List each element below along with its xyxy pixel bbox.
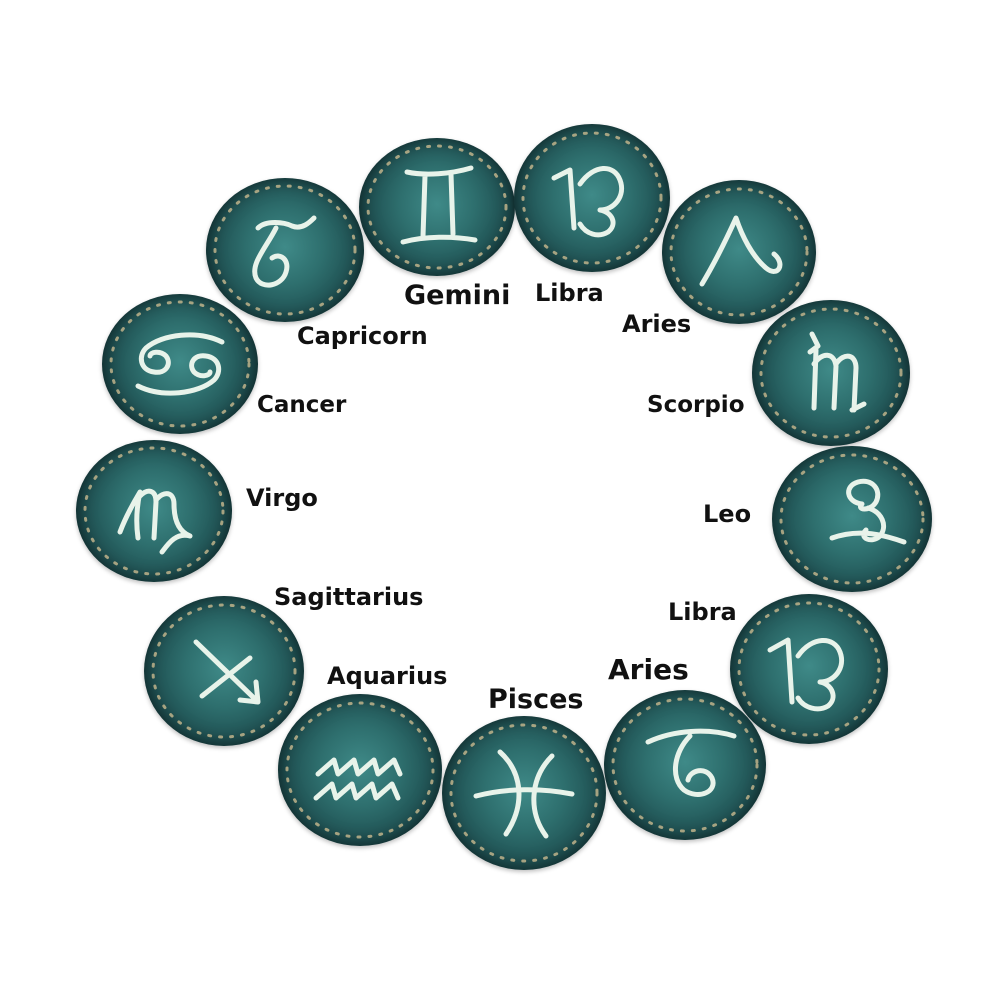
label-capricorn: Capricorn <box>297 322 428 350</box>
capricorn-symbol-icon <box>213 184 357 316</box>
stone-aries <box>662 180 816 324</box>
capricorn-alt-symbol-icon <box>737 601 881 737</box>
cancer-symbol-icon <box>109 300 251 428</box>
label-aries-bottom: Aries <box>608 653 689 686</box>
label-pisces: Pisces <box>488 684 584 715</box>
stone-scorpio <box>752 300 910 446</box>
stone-aquarius <box>278 694 442 846</box>
gemini-symbol-icon <box>366 144 508 270</box>
aries-symbol-icon <box>669 187 809 317</box>
stone-cancer <box>102 294 258 434</box>
stone-pisces <box>442 716 606 870</box>
stone-capricorn-alt-bottom <box>730 594 888 744</box>
pisces-symbol-icon <box>449 723 599 863</box>
stone-leo <box>772 446 932 592</box>
label-leo: Leo <box>703 500 752 528</box>
stone-virgo <box>76 440 232 582</box>
stone-capricorn-alt-top <box>514 124 670 272</box>
label-gemini: Gemini <box>404 280 511 311</box>
leo-alt-symbol-icon <box>611 697 759 833</box>
label-virgo: Virgo <box>246 484 318 512</box>
stone-leo-alt <box>604 690 766 840</box>
label-aquarius: Aquarius <box>327 662 448 690</box>
stone-sagittarius <box>144 596 304 746</box>
leo-symbol-icon <box>779 453 925 585</box>
stone-capricorn <box>206 178 364 322</box>
label-libra-top: Libra <box>535 279 604 307</box>
label-libra-bottom: Libra <box>668 598 737 626</box>
label-scorpio: Scorpio <box>647 392 745 418</box>
capricorn-alt-symbol-icon <box>521 131 663 265</box>
scorpio-symbol-icon <box>759 307 903 439</box>
label-aries-top: Aries <box>622 310 692 338</box>
aquarius-symbol-icon <box>285 701 435 839</box>
label-sagittarius: Sagittarius <box>274 583 424 611</box>
stone-gemini <box>359 138 515 276</box>
label-cancer: Cancer <box>257 392 347 418</box>
virgo-symbol-icon <box>83 446 225 576</box>
sagittarius-symbol-icon <box>151 603 297 739</box>
